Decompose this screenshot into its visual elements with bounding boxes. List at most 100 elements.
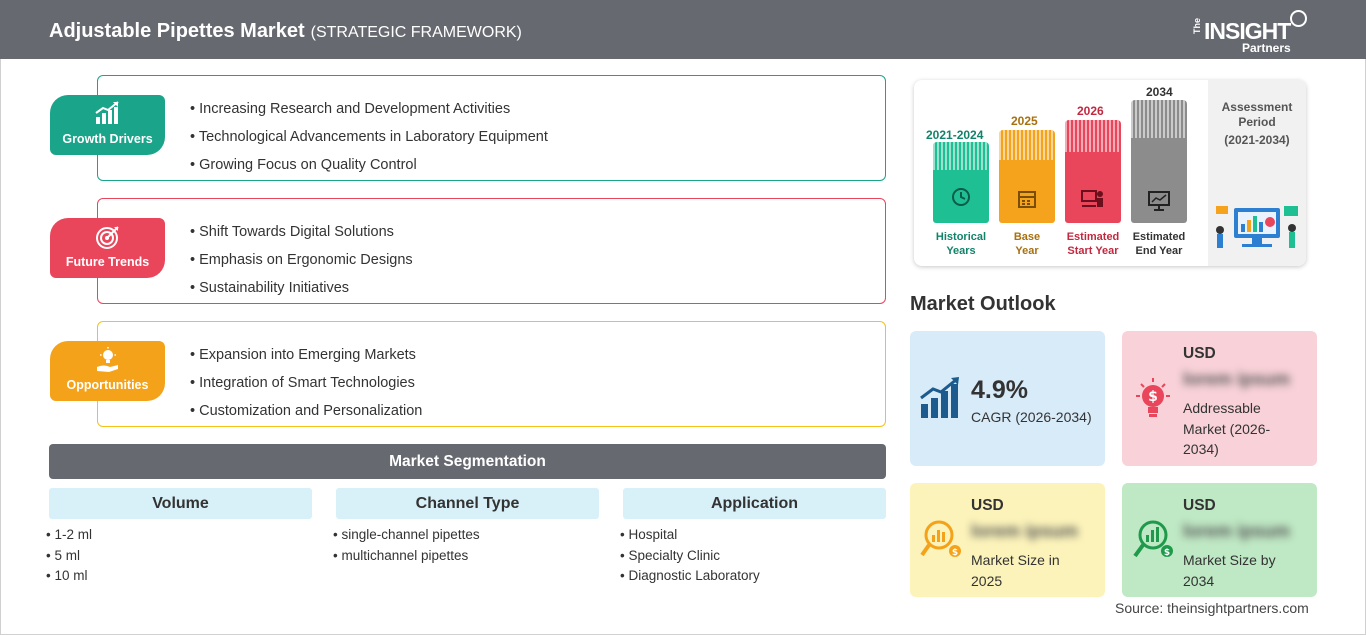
- future-trends-list: Shift Towards Digital Solutions Emphasis…: [190, 218, 413, 302]
- segment-list: single-channel pipettes multichannel pip…: [333, 525, 599, 566]
- lightbulb-hand-icon: [97, 347, 118, 372]
- header-bar: Adjustable Pipettes Market (STRATEGIC FRA…: [0, 0, 1366, 59]
- growth-chart-icon: [95, 101, 119, 124]
- addressable-desc: Addressable Market (2026-2034): [1183, 400, 1271, 457]
- assessment-period-panel: Assessment Period (2021-2034): [1208, 80, 1306, 266]
- future-trends-badge: Future Trends: [50, 218, 165, 278]
- segment-heading: Channel Type: [336, 488, 599, 519]
- timeline-year: 2025: [1011, 114, 1038, 128]
- magnifier-chart-icon: $: [1133, 520, 1173, 558]
- caption-line: Base: [1013, 231, 1041, 243]
- timeline-bar-historical: [933, 142, 989, 223]
- list-item: Hospital: [620, 525, 886, 546]
- opportunities-badge: Opportunities: [50, 341, 165, 401]
- growth-chart-icon: [920, 377, 959, 418]
- monitor-chart-icon: [1148, 191, 1170, 211]
- opportunities-box: Expansion into Emerging Markets Integrat…: [97, 321, 886, 427]
- list-item: Technological Advancements in Laboratory…: [190, 123, 548, 151]
- bar-stripes: [999, 130, 1055, 160]
- caption-line: Estimated: [1132, 231, 1186, 243]
- addressable-market-card: $ USD lorem ipsum Addressable Market (20…: [1122, 331, 1317, 466]
- cagr-card: 4.9% CAGR (2026-2034): [910, 331, 1105, 466]
- timeline-year: 2021-2024: [926, 128, 984, 142]
- growth-drivers-box: Increasing Research and Development Acti…: [97, 75, 886, 181]
- timeline-bar-start: [1065, 120, 1121, 223]
- list-item: 1-2 ml: [46, 525, 312, 546]
- list-item: Expansion into Emerging Markets: [190, 341, 422, 369]
- caption-line: Years: [946, 245, 976, 257]
- assessment-range: (2021-2034): [1224, 133, 1290, 147]
- timeline-year: 2034: [1146, 85, 1173, 99]
- list-item: Customization and Personalization: [190, 397, 422, 425]
- growth-drivers-badge: Growth Drivers: [50, 95, 165, 155]
- cagr-label: CAGR (2026-2034): [971, 409, 1092, 425]
- timeline-bar-end: [1131, 100, 1187, 223]
- target-icon: [96, 226, 119, 249]
- analytics-illustration-icon: [1216, 206, 1298, 248]
- bar-stripes: [1131, 100, 1187, 138]
- addressable-currency: USD: [1183, 345, 1216, 362]
- size-2034-currency: USD: [1183, 497, 1216, 514]
- list-item: Specialty Clinic: [620, 546, 886, 567]
- market-size-2025-card: $ USD lorem ipsum Market Size in 2025: [910, 483, 1105, 597]
- size-2025-currency: USD: [971, 497, 1004, 514]
- svg-text:$: $: [1148, 389, 1158, 405]
- market-outlook-title: Market Outlook: [910, 293, 1056, 315]
- caption-line: Estimated: [1066, 231, 1120, 243]
- list-item: multichannel pipettes: [333, 546, 599, 567]
- page-subtitle: (STRATEGIC FRAMEWORK): [310, 24, 522, 41]
- future-trends-label: Future Trends: [65, 255, 150, 269]
- growth-drivers-list: Increasing Research and Development Acti…: [190, 95, 548, 179]
- source-text: Source: theinsightpartners.com: [1115, 600, 1309, 616]
- insight-partners-logo[interactable]: The INSIGHT Partners: [1192, 10, 1312, 55]
- list-item: Emphasis on Ergonomic Designs: [190, 246, 413, 274]
- addressable-value: lorem ipsum: [1183, 369, 1291, 389]
- opportunities-label: Opportunities: [66, 378, 149, 392]
- future-trends-box: Shift Towards Digital Solutions Emphasis…: [97, 198, 886, 304]
- cagr-value: 4.9%: [971, 376, 1028, 404]
- market-size-2034-card: $ USD lorem ipsum Market Size by 2034: [1122, 483, 1317, 597]
- size-2034-desc: Market Size by 2034: [1183, 552, 1276, 589]
- magnifier-chart-icon: $: [920, 520, 961, 558]
- page-title: Adjustable Pipettes Market (STRATEGIC FRA…: [49, 20, 522, 43]
- timeline-bar-base: [999, 130, 1055, 223]
- list-item: Diagnostic Laboratory: [620, 566, 886, 587]
- segment-application: Application Hospital Specialty Clinic Di…: [623, 488, 886, 587]
- history-icon: [952, 188, 970, 206]
- segment-list: 1-2 ml 5 ml 10 ml: [46, 525, 312, 587]
- caption-line: Year: [1015, 245, 1039, 257]
- opportunities-list: Expansion into Emerging Markets Integrat…: [190, 341, 422, 425]
- caption-line: Start Year: [1067, 245, 1119, 257]
- presentation-icon: [1081, 190, 1103, 207]
- assessment-label: Assessment Period: [1221, 100, 1293, 129]
- list-item: Increasing Research and Development Acti…: [190, 95, 548, 123]
- money-bulb-icon: $: [1136, 378, 1170, 417]
- segment-list: Hospital Specialty Clinic Diagnostic Lab…: [620, 525, 886, 587]
- logo-partners: Partners: [1242, 41, 1291, 55]
- list-item: 5 ml: [46, 546, 312, 567]
- size-2025-value: lorem ipsum: [971, 521, 1079, 541]
- bar-stripes: [933, 142, 989, 170]
- segment-heading: Volume: [49, 488, 312, 519]
- list-item: 10 ml: [46, 566, 312, 587]
- logo-ring-icon: [1290, 10, 1307, 27]
- growth-drivers-label: Growth Drivers: [62, 132, 153, 146]
- bar-stripes: [1065, 120, 1121, 152]
- timeline-year: 2026: [1077, 104, 1104, 118]
- list-item: Integration of Smart Technologies: [190, 369, 422, 397]
- caption-line: Historical: [935, 231, 987, 243]
- market-segmentation-header: Market Segmentation: [49, 444, 886, 479]
- segment-volume: Volume 1-2 ml 5 ml 10 ml: [49, 488, 312, 587]
- caption-line: End Year: [1135, 245, 1183, 257]
- list-item: Shift Towards Digital Solutions: [190, 218, 413, 246]
- segment-channel-type: Channel Type single-channel pipettes mul…: [336, 488, 599, 566]
- size-2034-value: lorem ipsum: [1183, 521, 1291, 541]
- svg-text:$: $: [952, 548, 958, 558]
- size-2025-desc: Market Size in 2025: [971, 552, 1060, 589]
- logo-the: The: [1192, 18, 1202, 35]
- title-text: Adjustable Pipettes Market: [49, 20, 305, 42]
